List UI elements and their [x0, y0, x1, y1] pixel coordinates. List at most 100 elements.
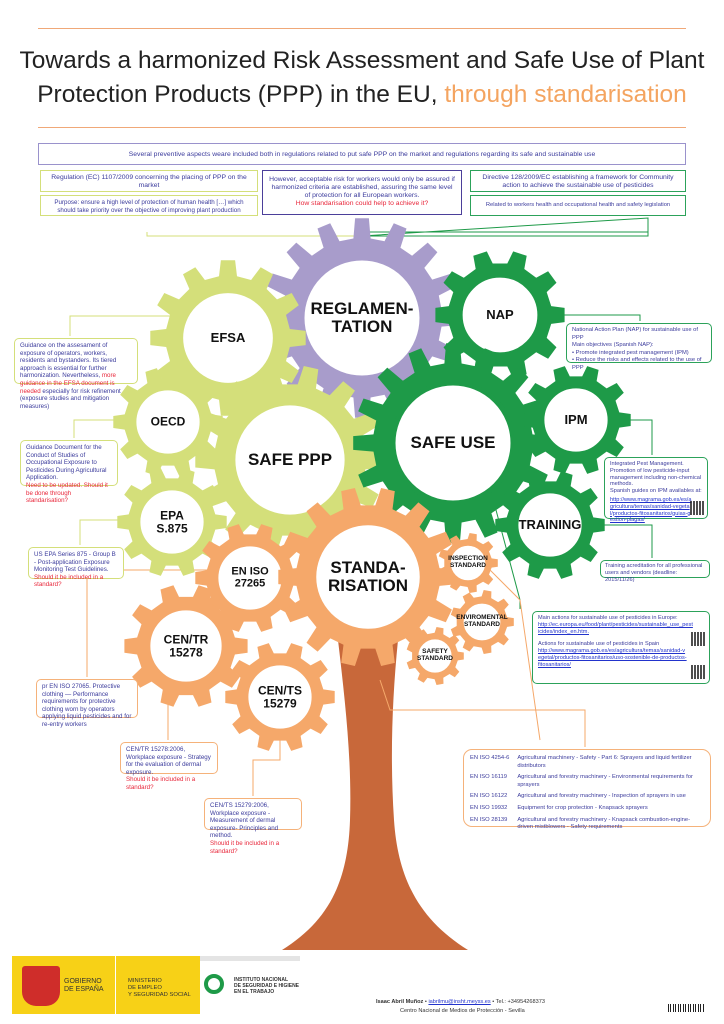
- gear-center: [548, 392, 604, 448]
- eu-title: Main actions for sustainable use of pest…: [538, 615, 678, 621]
- gear-center: [522, 497, 578, 553]
- gear-center: [140, 394, 196, 450]
- center-name: Centro Nacional de Medios de Protección …: [400, 1008, 525, 1014]
- author-line: Isaac Abril Muñoz • iabrilmu@insht.meyss…: [376, 999, 545, 1005]
- insht2: DE SEGURIDAD E HIGIENE: [234, 983, 300, 989]
- title-highlight: through standarisation: [444, 81, 687, 108]
- gear-label-standarisation: STANDA- RISATION: [328, 558, 408, 595]
- qr-code: [691, 632, 705, 646]
- oecd-box: Guidance Document for the Conduct of Stu…: [20, 440, 118, 504]
- directive-box: Directive 128/2009/EC establishing a fra…: [470, 170, 686, 192]
- oecd-red: Need to be updated. Should it be done th…: [26, 481, 108, 505]
- gear-center: [453, 548, 483, 578]
- intro-box: Several preventive aspects weare include…: [38, 143, 686, 165]
- cen-ts-red: Should it be included in a standard?: [210, 839, 280, 855]
- author-email[interactable]: iabrilmu@insht.meyss.es: [428, 999, 491, 1005]
- insht-logo-icon: [204, 974, 224, 994]
- gear-center: [420, 641, 450, 671]
- divider: [38, 127, 686, 128]
- nap-title: National Action Plan (NAP) for sustainab…: [572, 327, 698, 341]
- nap-bullet-text: Promote integrated pest management (IPM): [575, 349, 689, 356]
- center-question: How standarisation could help to achieve…: [295, 200, 429, 207]
- es-title: Actions for sustainable use of pesticide…: [538, 641, 660, 648]
- standard-code: EN ISO 19932: [470, 804, 508, 811]
- connector-line: [379, 679, 586, 747]
- gear-label-safe-use: SAFE USE: [410, 433, 496, 453]
- gear-center: [403, 393, 503, 493]
- standard-code: EN ISO 16119: [470, 774, 507, 781]
- nap-bullet-text: Reduce the risks and effects related to …: [572, 357, 702, 371]
- gear-label-epa: EPA S.875: [156, 508, 188, 535]
- ipm-guides: Spanish guides on IPM availables at:: [610, 488, 702, 495]
- center-question-box: However, acceptable risk for workers wou…: [262, 170, 462, 215]
- oecd-text: Guidance Document for the Conduct of Stu…: [26, 444, 107, 482]
- title-main: Protection Products (PPP) in the EU,: [37, 81, 445, 108]
- regulation-box: Regulation (EC) 1107/2009 concerning the…: [40, 170, 258, 192]
- title-line-1: Towards a harmonized Risk Assessment and…: [19, 47, 705, 74]
- directive-related-box: Related to workers health and occupation…: [470, 195, 686, 216]
- ipm-box: Integrated Pest Management. Promotion of…: [604, 457, 708, 523]
- min1: MINISTERIO: [128, 978, 162, 984]
- standard-code: EN ISO 28139: [470, 816, 508, 823]
- gear-label-nap: NAP: [486, 307, 514, 323]
- qr-code: [691, 665, 705, 679]
- gear-label-safety: SAFETY STANDARD: [417, 648, 453, 662]
- tree-trunk: [282, 640, 468, 950]
- standard-description: Agricultural and forestry machinery - Kn…: [517, 816, 691, 831]
- gob2: DE ESPAÑA: [64, 986, 104, 993]
- gear-label-reglamentation: REGLAMEN- TATION: [310, 299, 414, 336]
- logo-bar: [200, 956, 300, 961]
- nap-sub: Main objectives (Spanish NAP):: [572, 342, 654, 349]
- nap-bullet: • Promote integrated pest management (IP…: [572, 349, 689, 356]
- gear-center: [466, 606, 498, 638]
- efsa-tail: especially for risk refinement (exposure…: [20, 387, 121, 410]
- gob1: GOBIERNO: [64, 978, 102, 985]
- epa-red: Should it be included in a standard?: [34, 573, 104, 589]
- eu-link[interactable]: http://ec.europa.eu/food/plant/pesticide…: [538, 621, 693, 635]
- cen-ts-text: CEN/TS 15279:2006, Workplace exposure - …: [210, 802, 279, 840]
- gear-label-cen-tr: CEN/TR 15278: [163, 632, 209, 659]
- ipm-text: Integrated Pest Management. Promotion of…: [610, 461, 702, 488]
- standard-description: Agricultural and forestry machinery - In…: [517, 793, 686, 800]
- ipm-link[interactable]: http://www.magrama.gob.es/es/agricultura…: [610, 496, 692, 524]
- epa-text: US EPA Series 875 - Group B - Post-appli…: [34, 551, 116, 574]
- regulation-purpose-box: Purpose: ensure a high level of protecti…: [40, 195, 258, 216]
- gear-label-en-iso-27265: EN ISO 27265: [231, 565, 269, 589]
- connector-line: [252, 730, 281, 796]
- standard-description: Agricultural machinery - Safety - Part 6…: [517, 755, 692, 769]
- gear-center: [312, 268, 412, 368]
- cen-tr-box: CEN/TR 15278:2006, Workplace exposure - …: [120, 742, 218, 791]
- connector-line: [489, 569, 541, 741]
- gear-center: [144, 494, 200, 550]
- gear-label-efsa: EFSA: [210, 330, 246, 346]
- min2: DE EMPLEO: [128, 985, 162, 991]
- gear-center: [222, 550, 278, 606]
- title-line-2: Protection Products (PPP) in the EU, thr…: [0, 78, 724, 112]
- standard-description: Agricultural and forestry machinery - En…: [517, 774, 693, 788]
- es-link[interactable]: http://www.magrama.gob.es/es/agricultura…: [538, 648, 687, 668]
- efsa-text: Guidance on the assesament of exposure o…: [20, 342, 117, 380]
- cen-tr-text: CEN/TR 15278:2006, Workplace exposure - …: [126, 746, 211, 776]
- gear-center: [155, 615, 217, 677]
- insht3: EN EL TRABAJO: [234, 989, 275, 995]
- gear-center: [467, 282, 533, 348]
- gear-center: [242, 412, 338, 508]
- efsa-box: Guidance on the assesament of exposure o…: [14, 338, 138, 410]
- cen-ts-box: CEN/TS 15279:2006, Workplace exposure - …: [204, 798, 302, 855]
- gear-center: [189, 299, 267, 377]
- europe-actions-box: Main actions for sustainable use of pest…: [532, 611, 710, 684]
- gear-label-ipm: IPM: [564, 412, 588, 428]
- gear-label-training: TRAINING: [518, 517, 582, 533]
- pr-en-iso-box: pr EN ISO 27065. Protective clothing — P…: [36, 679, 138, 728]
- gear-label-inspection: INSPECTION STANDARD: [448, 555, 488, 569]
- cen-tr-red: Should it be included in a standard?: [126, 776, 196, 791]
